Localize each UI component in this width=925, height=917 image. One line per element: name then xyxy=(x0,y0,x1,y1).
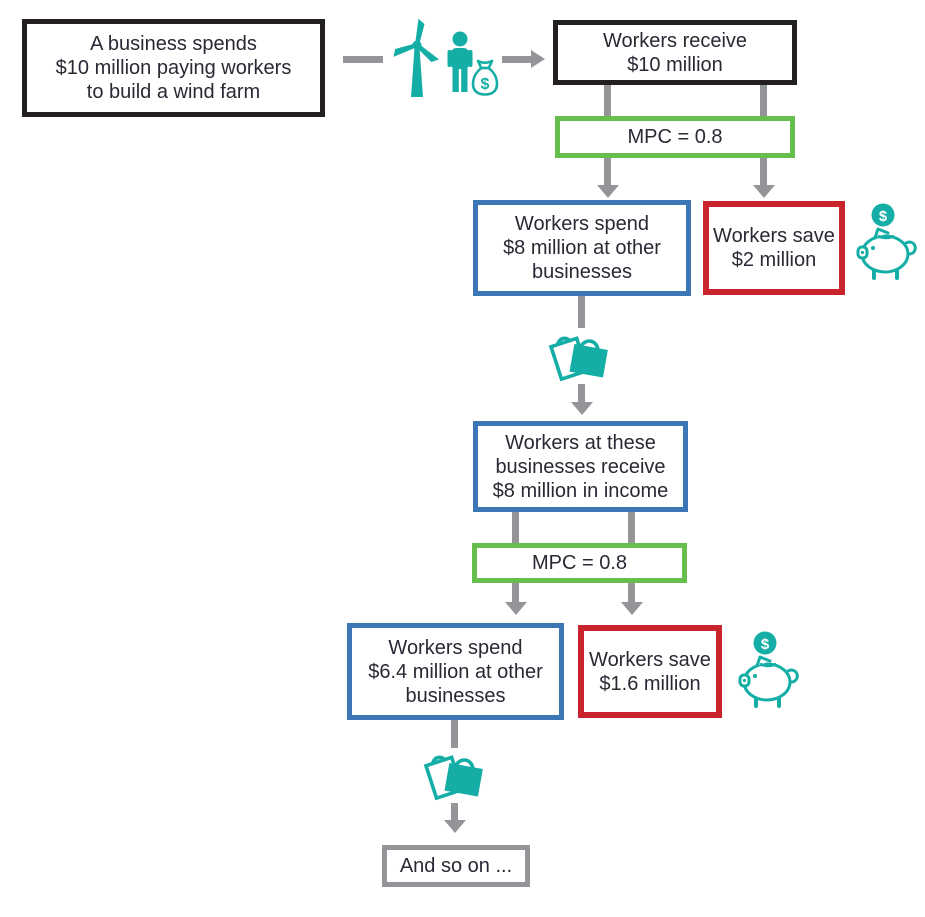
arrow-down-shaft xyxy=(578,384,585,402)
arrow-down-head xyxy=(621,602,643,615)
arrow-right-head xyxy=(531,50,545,68)
connector-dash xyxy=(343,56,383,63)
coin-dollar-glyph: $ xyxy=(879,208,888,225)
arrow-down-head xyxy=(753,185,775,198)
connector-line xyxy=(451,720,458,748)
arrow-down-shaft xyxy=(604,158,611,185)
shopping-bags-icon xyxy=(548,336,608,382)
workers-save-2m-box: Workers save $2 million xyxy=(703,201,845,295)
connector-line xyxy=(760,85,767,116)
piggy-bank-icon: $ xyxy=(856,203,917,280)
connector-line xyxy=(512,512,519,543)
money-bag-icon: $ xyxy=(471,59,499,96)
coin-dollar-glyph: $ xyxy=(761,636,770,653)
mpc-box-2: MPC = 0.8 xyxy=(472,543,687,583)
arrow-down-shaft xyxy=(628,583,635,602)
arrow-down-shaft xyxy=(451,803,458,820)
arrow-down-head xyxy=(444,820,466,833)
worker-icon xyxy=(447,31,473,92)
arrow-down-head xyxy=(505,602,527,615)
workers-save-1-6m-box: Workers save $1.6 million xyxy=(578,625,722,718)
arrow-down-shaft xyxy=(760,158,767,185)
connector-line xyxy=(578,296,585,328)
workers-receive-8m-box: Workers at these businesses receive $8 m… xyxy=(473,421,688,512)
arrow-down-head xyxy=(571,402,593,415)
money-bag-dollar-glyph: $ xyxy=(481,76,490,93)
business-spends-box: A business spends $10 million paying wor… xyxy=(22,19,325,117)
shopping-bags-icon xyxy=(423,755,483,801)
and-so-on-box: And so on ... xyxy=(382,845,530,887)
connector-line xyxy=(628,512,635,543)
wind-turbine-icon xyxy=(393,18,439,97)
connector-line xyxy=(604,85,611,116)
workers-spend-8m-box: Workers spend $8 million at other busine… xyxy=(473,200,691,296)
workers-receive-10m-box: Workers receive $10 million xyxy=(553,20,797,85)
workers-spend-6-4m-box: Workers spend $6.4 million at other busi… xyxy=(347,623,564,720)
piggy-bank-icon: $ xyxy=(738,631,799,708)
arrow-down-shaft xyxy=(512,583,519,602)
mpc-box-1: MPC = 0.8 xyxy=(555,116,795,158)
arrow-right-shaft xyxy=(502,56,532,63)
arrow-down-head xyxy=(597,185,619,198)
